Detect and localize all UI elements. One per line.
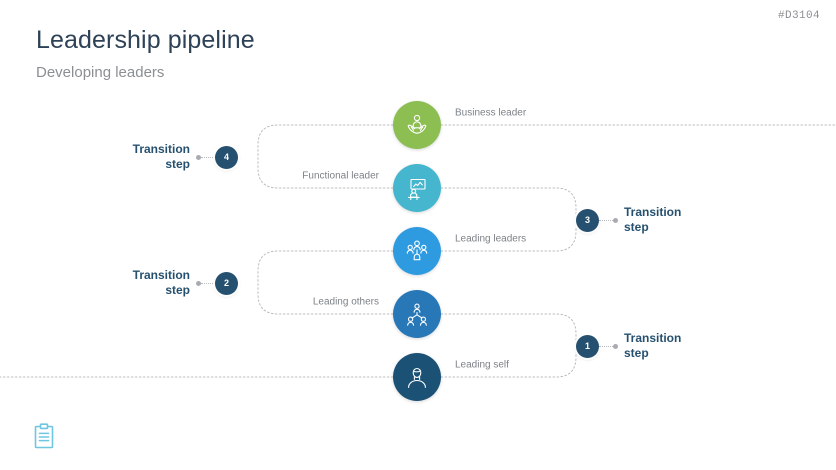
role-node-business-leader[interactable]: Business leader [393,101,526,149]
person-in-hands-icon [407,114,427,134]
connector-step3-upper [440,187,577,221]
transition-step-2-dot [196,280,201,286]
transition-step-2-lead [201,282,215,284]
connector-step4-upper [257,124,394,158]
leading-others-circle[interactable] [393,290,441,338]
transition-step-4-line1: Transition [132,142,190,156]
leading-leaders-circle[interactable] [393,227,441,275]
transition-step-2[interactable]: Transition step 2 [118,268,260,298]
transition-step-4-number[interactable]: 4 [215,145,238,169]
transition-step-3-lead [599,219,613,221]
role-label-leading-self: Leading self [455,359,509,371]
connector-step1-upper [440,313,577,347]
transition-step-1-line2: step [624,346,649,360]
transition-step-3[interactable]: 3 Transition step [576,205,736,235]
transition-step-2-number[interactable]: 2 [215,271,238,295]
transition-step-4-label: Transition step [118,142,190,172]
single-person-icon [408,367,426,388]
role-label-leading-leaders: Leading leaders [455,233,527,245]
transition-step-2-line1: Transition [132,268,190,282]
role-label-functional-leader: Functional leader [302,170,379,182]
presentation-icon [408,178,426,201]
transition-step-1-label: Transition step [624,331,702,361]
transition-step-3-dot [613,217,618,223]
role-label-business-leader: Business leader [455,107,527,119]
functional-leader-circle[interactable] [393,164,441,212]
role-label-leading-others: Leading others [312,296,379,308]
clipboard-icon [34,423,54,449]
team-group-icon [406,240,428,261]
role-node-leading-self[interactable]: Leading self [393,353,509,401]
role-node-leading-leaders[interactable]: Leading leaders [393,227,526,275]
transition-step-1[interactable]: 1 Transition step [576,331,736,361]
leading-self-circle[interactable] [393,353,441,401]
org-chart-icon [407,303,427,326]
transition-step-4-dot [196,154,201,160]
transition-step-1-line1: Transition [624,331,682,345]
slide-code: #D3104 [777,10,820,22]
transition-step-1-number[interactable]: 1 [576,334,599,358]
transition-step-4[interactable]: Transition step 4 [118,142,260,172]
transition-step-3-line1: Transition [624,205,682,219]
transition-step-2-line2: step [165,283,190,297]
connector-step2-upper [257,250,394,284]
transition-step-3-line2: step [624,220,649,234]
business-leader-circle[interactable] [393,101,441,149]
footer-icon[interactable] [33,423,55,454]
transition-step-1-dot [613,343,618,349]
role-node-leading-others[interactable]: Leading others [313,290,441,338]
transition-step-3-number[interactable]: 3 [576,208,599,232]
page-title: Leadership pipeline [36,26,255,54]
role-node-functional-leader[interactable]: Functional leader [302,164,441,212]
transition-step-4-lead [201,156,215,158]
transition-step-1-lead [599,345,613,347]
transition-step-4-line2: step [165,157,190,171]
transition-step-2-label: Transition step [118,268,190,298]
transition-step-3-label: Transition step [624,205,702,235]
page-subtitle: Developing leaders [36,64,165,81]
